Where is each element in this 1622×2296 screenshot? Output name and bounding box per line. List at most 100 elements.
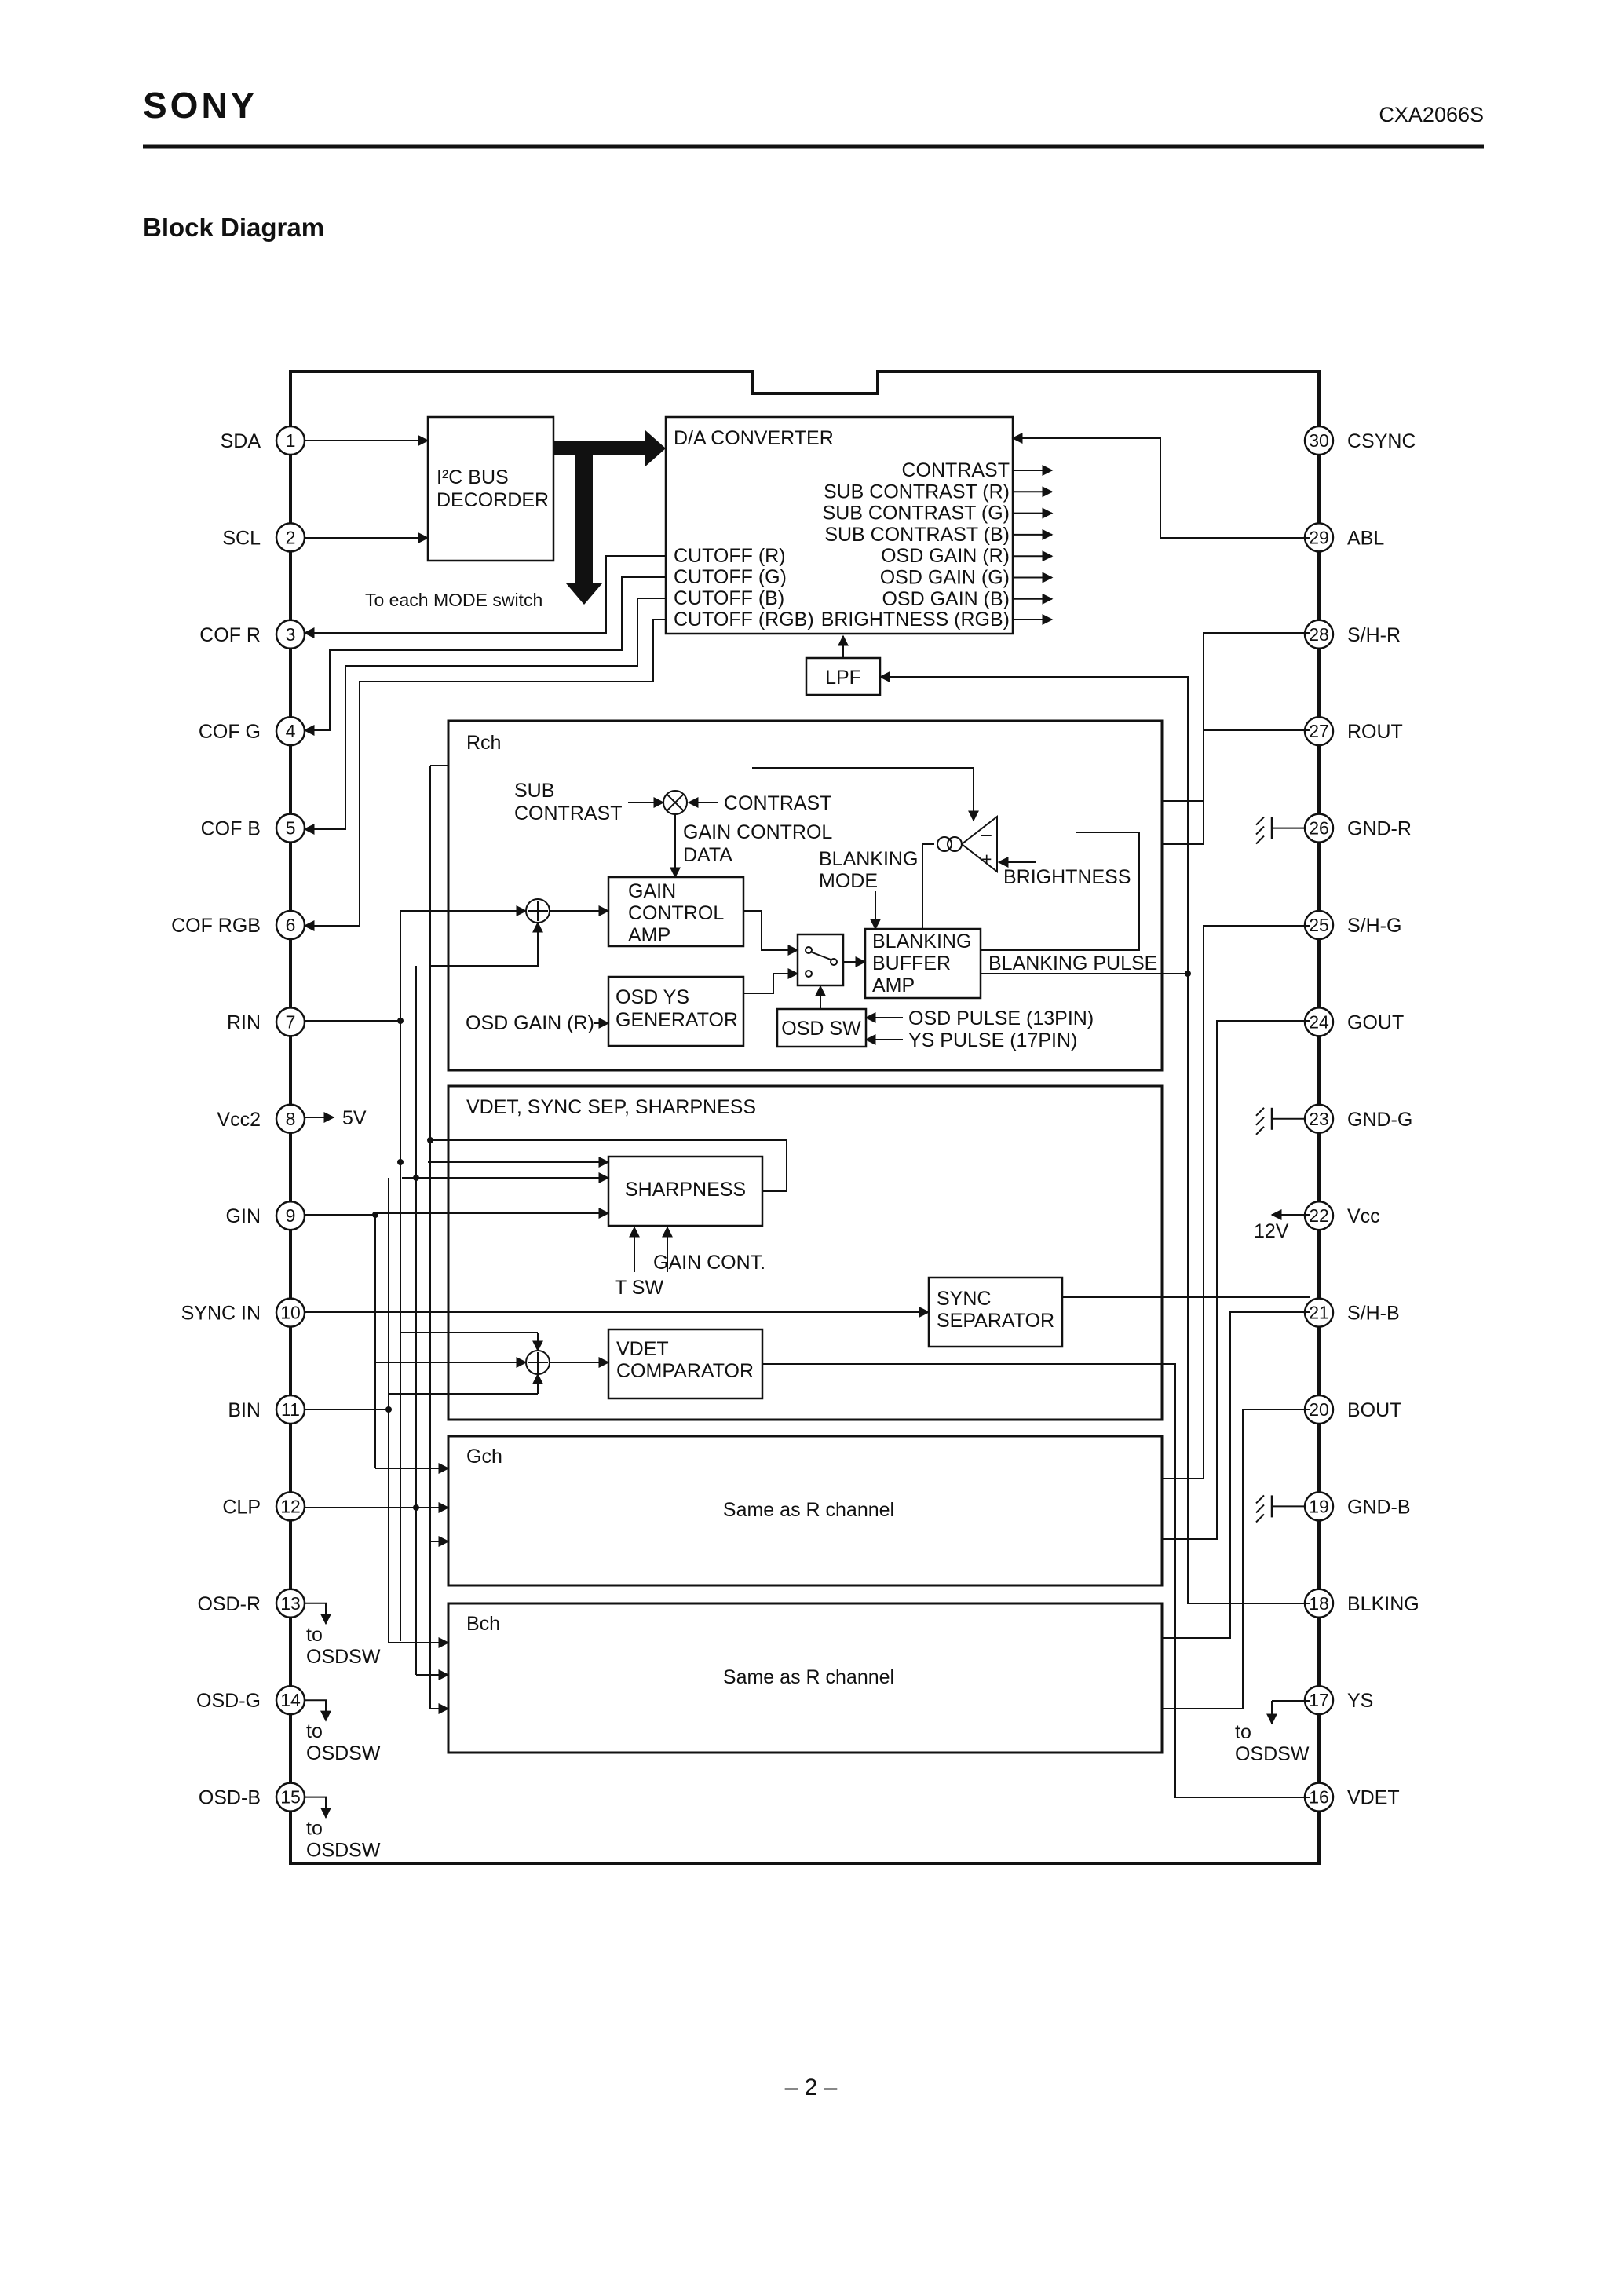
da-converter-block	[664, 415, 1014, 635]
clamp-to-adder-wire	[430, 921, 543, 967]
current-source-icon	[937, 836, 952, 852]
multiplier-cross	[667, 794, 684, 811]
dac-output-label: CONTRAST	[902, 459, 1010, 481]
page-number: – 2 –	[785, 2075, 838, 2100]
pin-number: 26	[1309, 818, 1329, 839]
pin-label: CSYNC	[1347, 430, 1416, 452]
pin-label: GND-G	[1347, 1109, 1412, 1131]
dac-brightness: BRIGHTNESS (RGB)	[821, 609, 1010, 631]
cutoff-g-wire	[303, 576, 666, 736]
pin-label: Vcc2	[217, 1109, 261, 1131]
contrast-to-amp-wire	[752, 767, 979, 822]
sony-logo: SONY	[143, 85, 258, 126]
pin-number: 8	[286, 1109, 296, 1129]
pin-label: COF B	[201, 818, 261, 840]
ic-package-outline	[289, 370, 1321, 1865]
bch-same-label: Same as R channel	[723, 1666, 894, 1688]
section-title: Block Diagram	[143, 213, 324, 242]
vdet-out-wire	[762, 1363, 1310, 1798]
pin-label: ROUT	[1347, 721, 1403, 743]
sync-sep-label-1: SYNC	[937, 1288, 991, 1310]
sub-contrast-2: CONTRAST	[514, 803, 623, 824]
mode-switch-label: To each MODE switch	[365, 590, 542, 610]
vdet-comp-label-2: COMPARATOR	[616, 1360, 754, 1382]
ground-hatch	[1255, 1117, 1265, 1126]
bus-arrow-to-dac	[553, 430, 666, 466]
pin-circle	[1303, 715, 1335, 747]
pin-circle	[1303, 425, 1335, 456]
dac-output-label: OSD GAIN (R)	[881, 545, 1010, 567]
gout-wire	[1162, 1020, 1310, 1540]
brightness-label: BRIGHTNESS	[1003, 866, 1131, 888]
osd-to-label: to	[306, 1818, 323, 1840]
i2c-decoder-label-1: I²C BUS	[437, 466, 509, 488]
pin-label: COF RGB	[171, 915, 261, 937]
sharpness-label: SHARPNESS	[625, 1179, 746, 1201]
ground-hatch	[1255, 1504, 1265, 1514]
ground-hatch	[1255, 835, 1265, 845]
pin-number: 6	[286, 915, 296, 935]
abl-wire	[1011, 433, 1310, 539]
pin-label: OSD-B	[199, 1787, 261, 1809]
bus-arrow-to-mode	[566, 455, 602, 605]
blank-amp-label: AMP	[872, 974, 915, 996]
osd-osdsw-label: OSDSW	[306, 1840, 381, 1862]
gain-amp-label: AMP	[628, 924, 670, 946]
dac-output-label: SUB CONTRAST (B)	[824, 524, 1010, 546]
junction-clp	[413, 1504, 419, 1511]
switch-common	[830, 958, 838, 966]
lpf-label: LPF	[825, 667, 861, 689]
pin-number: 19	[1309, 1496, 1329, 1516]
vdet-adder-plus	[528, 1352, 548, 1373]
pin-label: BOUT	[1347, 1399, 1401, 1421]
pin-circle	[275, 1491, 306, 1522]
i2c-decoder-block	[426, 415, 555, 562]
pin-circle	[1303, 1007, 1335, 1037]
pin-label: Vcc	[1347, 1205, 1380, 1227]
pin-label: YS	[1347, 1690, 1373, 1712]
pin-circle	[1303, 1200, 1335, 1231]
junction-rin	[397, 1018, 404, 1024]
pin-label: SCL	[222, 527, 261, 549]
blking-wire	[1187, 974, 1310, 1604]
pin-label: S/H-R	[1347, 624, 1401, 646]
osd-gain-r-label: OSD GAIN (R)	[466, 1012, 594, 1034]
ys-osdsw-label: OSDSW	[1235, 1743, 1310, 1765]
contrast-label: CONTRAST	[724, 792, 832, 814]
pin-number: 1	[286, 430, 296, 451]
pin-number: 7	[286, 1011, 296, 1032]
pin-label: BIN	[228, 1399, 261, 1421]
gain-amp-label: GAIN	[628, 880, 676, 902]
pin-label: S/H-G	[1347, 915, 1401, 937]
sh-r-wire	[1162, 632, 1310, 845]
pin-number: 5	[286, 818, 296, 839]
osd-to-label: to	[306, 1624, 323, 1646]
osd-ys-label-1: OSD YS	[616, 986, 689, 1008]
pin-23: 23 GND-G	[1303, 1103, 1412, 1135]
pin-number: 24	[1309, 1011, 1329, 1032]
cutoff-rgb-wire	[303, 619, 666, 931]
osd-ys-to-switch-wire	[743, 968, 799, 994]
dac-output-label: OSD GAIN (G)	[880, 567, 1010, 589]
ground-hatch	[1255, 1107, 1265, 1117]
pin-number: 23	[1309, 1109, 1329, 1129]
gain-ctrl-data-2: DATA	[683, 844, 732, 866]
bout-wire	[1162, 1409, 1310, 1709]
blanking-mode-1: BLANKING	[819, 848, 918, 870]
